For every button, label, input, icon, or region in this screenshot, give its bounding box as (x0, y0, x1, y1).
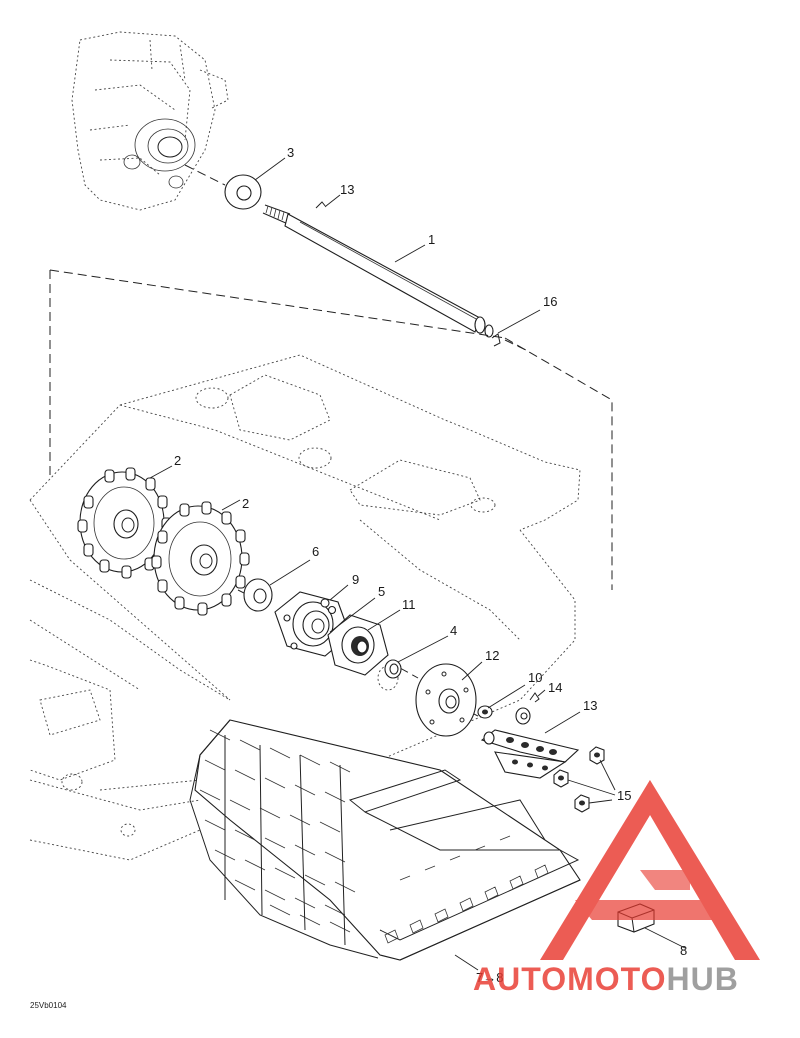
spacer-part (243, 578, 273, 612)
callout-9: 9 (352, 572, 359, 587)
svg-text:AUTOMOTOHUB: AUTOMOTOHUB (473, 961, 739, 997)
callout-8: 8 (680, 943, 687, 958)
sprocket-front (153, 505, 243, 611)
gearbox-housing (71, 31, 229, 211)
callout-2-rear: 2 (174, 453, 181, 468)
washer-part (224, 174, 262, 210)
sprocket-front-teeth (151, 501, 250, 616)
callout-labels: 3 13 1 16 2 2 6 9 5 11 4 12 10 14 13 15 … (174, 145, 687, 985)
drive-track (189, 719, 581, 961)
callout-3: 3 (287, 145, 294, 160)
callout-5: 5 (378, 584, 385, 599)
bearing-flange-plate (274, 591, 351, 657)
seal-housing-part (327, 614, 389, 676)
watermark-moto: MOTO (567, 961, 666, 997)
automotohub-watermark: AUTOMOTOHUB (473, 780, 760, 997)
callout-16: 16 (543, 294, 557, 309)
callout-1: 1 (428, 232, 435, 247)
callout-7-8: 7→8 (476, 970, 503, 985)
callout-12: 12 (485, 648, 499, 663)
watermark-hub: HUB (666, 961, 738, 997)
track-lugs (199, 729, 356, 946)
drawing-reference-code: 25Vb0104 (30, 1001, 67, 1010)
callout-2-front: 2 (242, 496, 249, 511)
callout-14-top: 13 (340, 182, 354, 197)
watermark-triangle-logo (540, 780, 760, 960)
callout-11: 11 (402, 597, 416, 612)
drive-shaft-part (284, 213, 494, 338)
lock-nuts (553, 746, 605, 813)
assembly-reference-outline (49, 269, 613, 590)
callout-13: 13 (583, 698, 597, 713)
callout-6: 6 (312, 544, 319, 559)
callout-4: 4 (450, 623, 457, 638)
track-inner-cleats (384, 835, 549, 944)
callout-leaders (149, 157, 686, 971)
o-ring-part (377, 659, 402, 691)
callout-10: 10 (528, 670, 542, 685)
shaft-assembly (184, 164, 531, 353)
callout-15: 15 (617, 788, 631, 803)
end-flange-disc (415, 663, 477, 737)
callout-14-lower: 14 (548, 680, 562, 695)
watermark-auto: AUTO (473, 961, 567, 997)
mounting-bracket (480, 729, 580, 779)
hardware-small (477, 692, 540, 725)
